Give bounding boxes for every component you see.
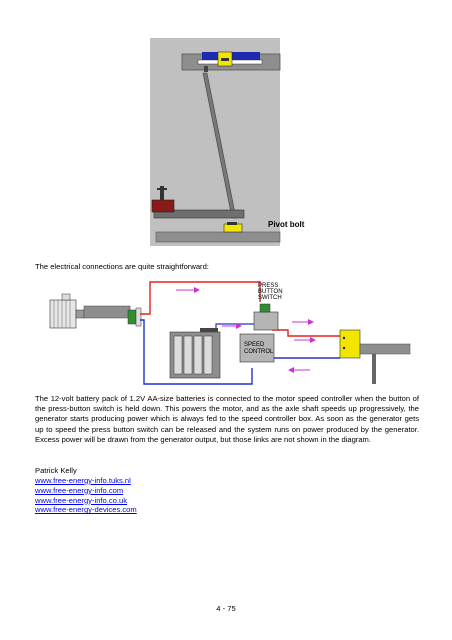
press-label-line3: SWITCH — [258, 295, 282, 301]
pivot-bolt-label: Pivot bolt — [268, 220, 305, 229]
link-couk[interactable]: www.free-energy-info.co.uk — [35, 495, 128, 505]
link-tuks[interactable]: www.free-energy-info.tuks.nl — [35, 476, 131, 485]
press-button-switch — [253, 303, 279, 331]
base-bar — [155, 231, 281, 243]
counter-weight — [151, 199, 175, 213]
body-paragraph: The 12-volt battery pack of 1.2V AA-size… — [35, 394, 419, 444]
battery-pack — [169, 328, 221, 379]
pivot-lever-figure — [150, 38, 281, 246]
lower-lever — [153, 209, 245, 219]
red-wire-right — [272, 329, 340, 337]
right-yellow-generator — [339, 329, 411, 384]
green-terminal-block — [127, 307, 142, 327]
figure2-intro: The electrical connections are quite str… — [35, 262, 209, 271]
electrical-diagram: PRESS BUTTON SWITCH SPEED CONTROL — [49, 281, 411, 385]
link-com[interactable]: www.free-energy-info.com — [35, 485, 124, 495]
press-label-line2: BUTTON — [258, 289, 283, 295]
blue-wire-bottom — [140, 319, 253, 385]
links-list: www.free-energy-info.tuks.nl www.free-en… — [35, 476, 137, 515]
speed-label-line1: SPEED — [244, 342, 265, 348]
speed-control-box — [239, 333, 275, 363]
link-devices[interactable]: www.free-energy-devices.com — [35, 505, 137, 515]
red-wire-top — [140, 281, 261, 315]
page-number: 4 - 75 — [216, 604, 236, 613]
pivot-block — [223, 223, 243, 233]
author-name: Patrick Kelly — [35, 466, 77, 475]
current-arrows — [176, 287, 316, 373]
press-label-line1: PRESS — [258, 283, 278, 289]
speed-label-line2: CONTROL — [244, 349, 274, 355]
generator — [49, 293, 131, 329]
